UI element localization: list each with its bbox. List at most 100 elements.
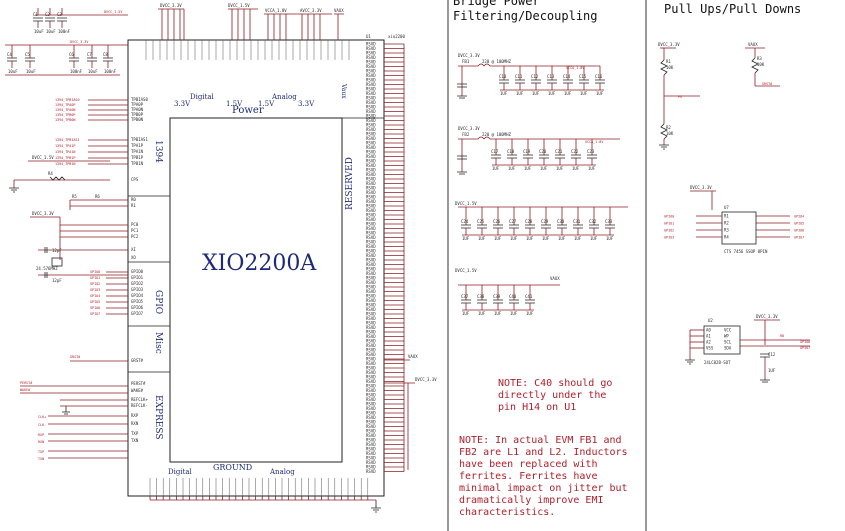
reserved-pin-44: RSVD xyxy=(366,240,376,245)
note2-line5: minimal impact on jitter but xyxy=(459,483,628,494)
reserved-pin-81: RSVD xyxy=(366,406,376,411)
note2-line4: ferrites. Ferrites have xyxy=(459,471,597,482)
reserved-pin-58: RSVD xyxy=(366,303,376,308)
pin-label-22: GPIO4 xyxy=(131,293,144,298)
bridge-row2-cap-4-value: 1UF xyxy=(556,166,564,171)
u7-ref: U7 xyxy=(724,205,729,210)
note-ferrite: NOTE: In actual EVM FB1 and FB2 are L1 a… xyxy=(459,435,628,518)
v33-left-label: 3.3V xyxy=(174,100,191,108)
ee-gpio6: GPIO6 xyxy=(800,340,810,344)
bridge-row3-cap-6-ref: C30 xyxy=(557,219,565,224)
bridge-row3-cap-5-value: 1UF xyxy=(542,236,550,241)
bridge-caps-row2: C171UFC181UFC191UFC201UFC211UFC221UFC231… xyxy=(491,139,597,171)
pin-label-30: REFCLK- xyxy=(131,403,148,408)
cap-mid-0-value: 10uF xyxy=(8,69,18,74)
r6-label: R6 xyxy=(95,194,100,199)
reserved-pin-67: RSVD xyxy=(366,343,376,348)
reserved-pin-91: RSVD xyxy=(366,451,376,456)
chip-inner-box xyxy=(169,117,343,463)
reserved-pin-5: RSVD xyxy=(366,64,376,69)
rail-vaux: VAUX xyxy=(334,8,344,13)
rail-dvcc33: DVCC_3.3V xyxy=(160,3,182,8)
reserved-pin-46: RSVD xyxy=(366,249,376,254)
u2-pin-0: A0 xyxy=(706,328,711,333)
net-txp: TXP xyxy=(38,450,44,454)
bridge-row3-cap-9-value: 1UF xyxy=(606,236,614,241)
reserved-pin-80: RSVD xyxy=(366,402,376,407)
crystal-label: 24.576MHZ xyxy=(36,266,58,271)
bridge-row1-cap-4-value: 1UF xyxy=(564,91,572,96)
bridge-row4-cap-2-value: 1UF xyxy=(494,311,502,316)
r2-value: 10K xyxy=(666,131,674,136)
bridge-row2-cap-0-ref: C17 xyxy=(491,149,499,154)
u2-part: 24LC02B-SOT xyxy=(704,360,731,365)
pin-label-27: PERST# xyxy=(131,381,146,386)
reserved-pin-51: RSVD xyxy=(366,271,376,276)
bridge-row2-cap-1-ref: C18 xyxy=(507,149,515,154)
pin-label-7: TPA1N xyxy=(131,149,144,154)
cap-mid-2-ref: C6 xyxy=(69,52,74,57)
net-dvcc33-top: DVCC_3.3V xyxy=(70,40,88,44)
bridge-row3-cap-7-ref: C31 xyxy=(573,219,581,224)
pin-label-10: CPS xyxy=(131,177,139,182)
tpb-net-4: 1394_TPB0N xyxy=(55,118,75,122)
reserved-pin-28: RSVD xyxy=(366,168,376,173)
pull-section: DVCC_3.3V R1 10K PS R2 10K VAUX R3 10K G… xyxy=(658,42,810,383)
pull-grst: GRST# xyxy=(762,82,773,86)
cap-mid-1-value: 10uF xyxy=(26,69,36,74)
u7-gpio-left-3: GPIO3 xyxy=(664,236,674,240)
bottom-ground-rail xyxy=(149,496,381,513)
pin-label-25: GPIO7 xyxy=(131,311,144,316)
reserved-pin-24: RSVD xyxy=(366,150,376,155)
pin-label-28: WAKE# xyxy=(131,388,144,393)
r4-label: R4 xyxy=(48,171,53,176)
u7-pin-3: R4 xyxy=(724,235,729,240)
bridge-row1-cap-5-ref: C15 xyxy=(579,74,587,79)
reserved-pin-14: RSVD xyxy=(366,105,376,110)
bridge-section: DVCC_3.3V FB1 220 @ 100MHZ VCCA_1.8V C10… xyxy=(455,53,628,316)
bridge-row4-cap-1-value: 1UF xyxy=(478,311,486,316)
reserved-pin-66: RSVD xyxy=(366,339,376,344)
pin-label-5: TPBIAS1 xyxy=(131,137,148,142)
reserved-pin-6: RSVD xyxy=(366,69,376,74)
pin-label-3: TPB0P xyxy=(131,112,144,117)
bridge-vcca18-a: VCCA_1.8V xyxy=(566,66,584,70)
note2-line7: characteristics. xyxy=(459,507,555,518)
bridge-dvcc15-b: DVCC_1.5V xyxy=(455,268,477,273)
reserved-pin-50: RSVD xyxy=(366,267,376,272)
reserved-pin-3: RSVD xyxy=(366,55,376,60)
note1-line3: pin H14 on U1 xyxy=(498,402,576,413)
reserved-pin-77: RSVD xyxy=(366,388,376,393)
gpio-net-0: GPIO0 xyxy=(90,270,100,274)
gpio-net-5: GPIO5 xyxy=(90,300,100,304)
note-c40: NOTE: C40 should go directly under the p… xyxy=(498,378,612,413)
tpb2-net-0: 1394_TPBIAS1 xyxy=(55,138,80,142)
reserved-pin-79: RSVD xyxy=(366,397,376,402)
pin-label-33: TXP xyxy=(131,431,139,436)
u2-pin-3: VSS xyxy=(706,346,714,351)
reserved-pin-41: RSVD xyxy=(366,226,376,231)
v33-right-label: 3.3V xyxy=(298,100,315,108)
u7-gpio-left-0: GPIO0 xyxy=(664,215,674,219)
reserved-pin-89: RSVD xyxy=(366,442,376,447)
u2-pin-1: A1 xyxy=(706,334,711,339)
reserved-pin-75: RSVD xyxy=(366,379,376,384)
u7-gpio-right-0: GPIO4 xyxy=(794,215,804,219)
reserved-pin-25: RSVD xyxy=(366,154,376,159)
note2-line6: dramatically improve EMI xyxy=(459,495,604,506)
cap-mid-1-ref: C5 xyxy=(25,52,30,57)
bridge-row2-cap-1-value: 1UF xyxy=(508,166,516,171)
reserved-pin-29: RSVD xyxy=(366,172,376,177)
pin-label-17: XO xyxy=(131,255,136,260)
ground-drops xyxy=(149,496,369,500)
digital-top-label: Digital xyxy=(190,93,215,101)
reserved-pin-86: RSVD xyxy=(366,429,376,434)
bridge-row3-cap-7-value: 1UF xyxy=(574,236,582,241)
ground-label: GROUND xyxy=(213,463,252,472)
net-rxn: RXN xyxy=(38,440,44,444)
net-dvcc-left: DVCC_1.5V xyxy=(32,155,54,160)
reserved-pin-19: RSVD xyxy=(366,127,376,132)
cap-mid-0-ref: C4 xyxy=(7,52,12,57)
r8-label: R8 xyxy=(780,334,784,338)
